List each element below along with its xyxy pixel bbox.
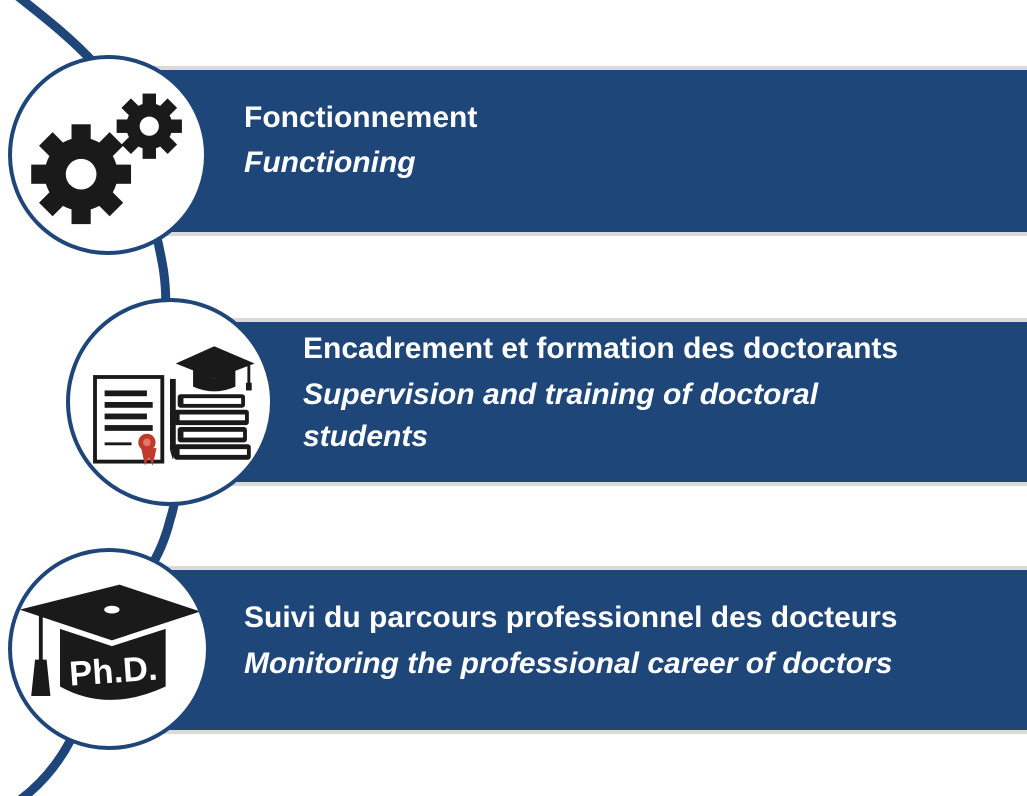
phd-label: Ph.D.: [68, 650, 159, 694]
band-supervision: [212, 322, 1027, 482]
band-monitoring: [150, 570, 1027, 730]
diploma-books-icon-circle: [66, 298, 274, 506]
item-title: Fonctionnement: [244, 101, 478, 134]
item-title: Encadrement et formation des doctorants: [303, 332, 899, 365]
phd-cap-icon-circle: Ph.D.: [8, 548, 210, 750]
item-subtitle: Monitoring the professional career of do…: [244, 647, 893, 680]
phd-cap-icon: Ph.D.: [19, 584, 201, 700]
gears-icon: [31, 93, 182, 225]
diploma-books-icon: [93, 346, 255, 466]
gears-icon-circle: [8, 55, 208, 255]
item-subtitle: Functioning: [244, 146, 416, 179]
item-supervision: Encadrement et formation des doctorants …: [303, 331, 1003, 458]
item-subtitle: Supervision and training of doctoral stu…: [303, 378, 819, 453]
item-title: Suivi du parcours professionnel des doct…: [244, 601, 898, 634]
item-monitoring: Suivi du parcours professionnel des doct…: [244, 600, 1024, 685]
item-functioning: Fonctionnement Functioning: [244, 100, 1004, 184]
band-functioning: [150, 70, 1027, 232]
